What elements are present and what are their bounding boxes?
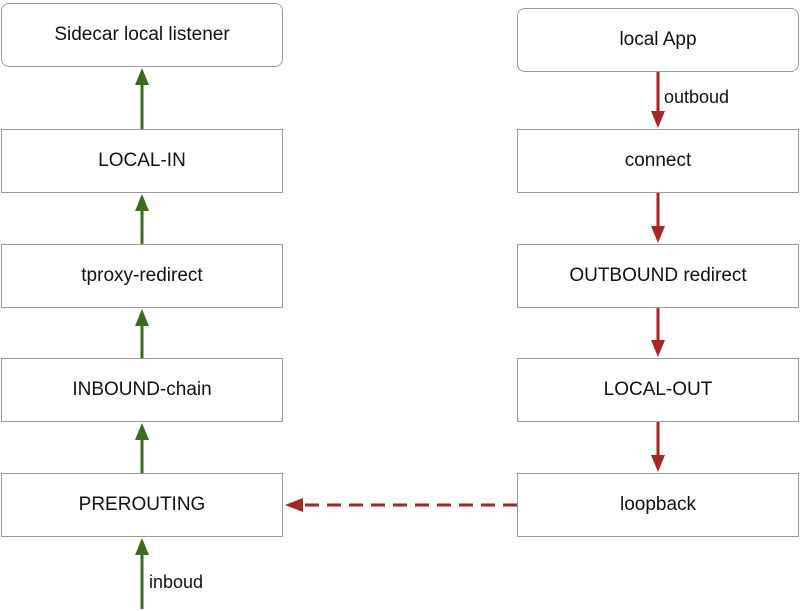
outbound-edge-label: outboud bbox=[664, 87, 730, 107]
prerouting-label: PREROUTING bbox=[78, 494, 206, 515]
outbound-redirect-node: OUTBOUND redirect bbox=[517, 244, 799, 308]
loopback-label: loopback bbox=[619, 494, 697, 515]
arrow-inbound-chain-to-tproxy bbox=[135, 309, 149, 358]
arrow-inbound-to-prerouting bbox=[135, 538, 149, 609]
arrow-tproxy-to-local-in bbox=[135, 194, 149, 244]
sidecar-local-listener-label: Sidecar local listener bbox=[54, 24, 230, 45]
outbound-arrows bbox=[285, 72, 665, 512]
loopback-node: loopback bbox=[517, 473, 799, 537]
tproxy-redirect-label: tproxy-redirect bbox=[81, 265, 203, 286]
arrow-connect-to-outbound-redirect bbox=[651, 193, 665, 243]
inbound-chain-node: INBOUND-chain bbox=[1, 358, 283, 422]
local-app-node: local App bbox=[517, 8, 799, 72]
inbound-chain-label: INBOUND-chain bbox=[72, 379, 212, 400]
arrow-app-to-connect bbox=[651, 72, 665, 128]
local-out-label: LOCAL-OUT bbox=[603, 379, 713, 400]
arrow-outbound-redirect-to-local-out bbox=[651, 308, 665, 357]
local-app-label: local App bbox=[619, 29, 697, 50]
local-in-node: LOCAL-IN bbox=[1, 129, 283, 193]
outbound-redirect-label: OUTBOUND redirect bbox=[569, 265, 747, 286]
local-in-label: LOCAL-IN bbox=[98, 150, 186, 171]
tproxy-redirect-node: tproxy-redirect bbox=[1, 244, 283, 308]
arrow-loopback-to-prerouting-dashed bbox=[285, 498, 517, 512]
arrow-prerouting-to-inbound-chain bbox=[135, 423, 149, 473]
arrow-local-in-to-listener bbox=[135, 68, 149, 129]
connect-node: connect bbox=[517, 129, 799, 193]
prerouting-node: PREROUTING bbox=[1, 473, 283, 537]
inbound-edge-label: inboud bbox=[149, 572, 204, 592]
arrow-local-out-to-loopback bbox=[651, 422, 665, 472]
inbound-arrows bbox=[135, 68, 149, 609]
sidecar-local-listener-node: Sidecar local listener bbox=[1, 3, 283, 67]
connect-label: connect bbox=[624, 150, 692, 171]
local-out-node: LOCAL-OUT bbox=[517, 358, 799, 422]
